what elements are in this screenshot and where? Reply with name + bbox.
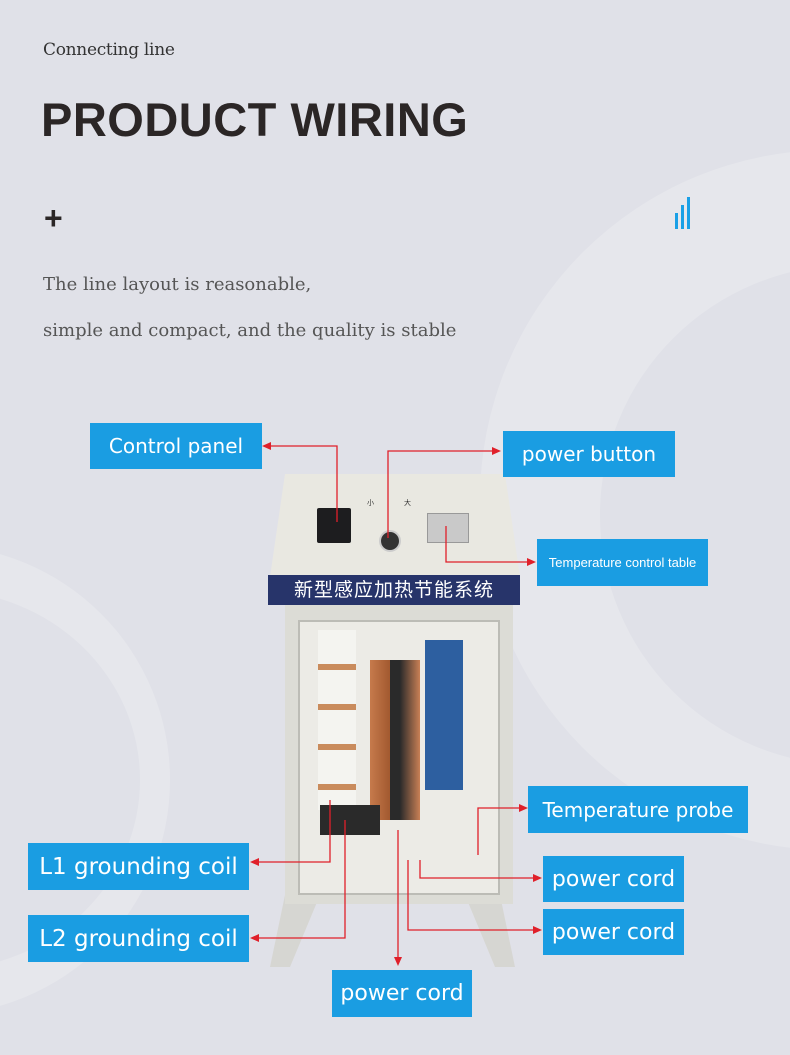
description-line-1: The line layout is reasonable, xyxy=(43,274,312,295)
knob-label-left: 小 xyxy=(367,499,374,507)
control-circuit-board xyxy=(425,640,463,790)
label-l2-grounding-coil: L2 grounding coil xyxy=(28,915,249,962)
temperature-controller xyxy=(427,513,469,543)
label-power-cord-1: power cord xyxy=(543,856,684,902)
label-l1-grounding-coil: L1 grounding coil xyxy=(28,843,249,890)
plus-icon: + xyxy=(44,200,63,236)
knob-label-right: 大 xyxy=(404,499,411,507)
cabinet-banner: 新型感应加热节能系统 xyxy=(268,575,520,605)
ignition-coils xyxy=(318,630,356,810)
power-knob xyxy=(379,530,401,552)
cabinet-top-panel xyxy=(270,474,520,577)
label-temperature-probe: Temperature probe xyxy=(528,786,748,833)
control-panel-display xyxy=(317,508,351,543)
label-power-cord-2: power cord xyxy=(543,909,684,955)
section-kicker: Connecting line xyxy=(43,40,175,60)
copper-busbars xyxy=(370,660,420,820)
label-temperature-control-table: Temperature control table xyxy=(537,539,708,586)
label-power-button: power button xyxy=(503,431,675,477)
signal-bars-icon xyxy=(675,197,695,229)
page-title: PRODUCT WIRING xyxy=(41,93,469,146)
description-line-2: simple and compact, and the quality is s… xyxy=(43,320,457,341)
label-control-panel: Control panel xyxy=(90,423,262,469)
label-power-cord-3: power cord xyxy=(332,970,472,1017)
